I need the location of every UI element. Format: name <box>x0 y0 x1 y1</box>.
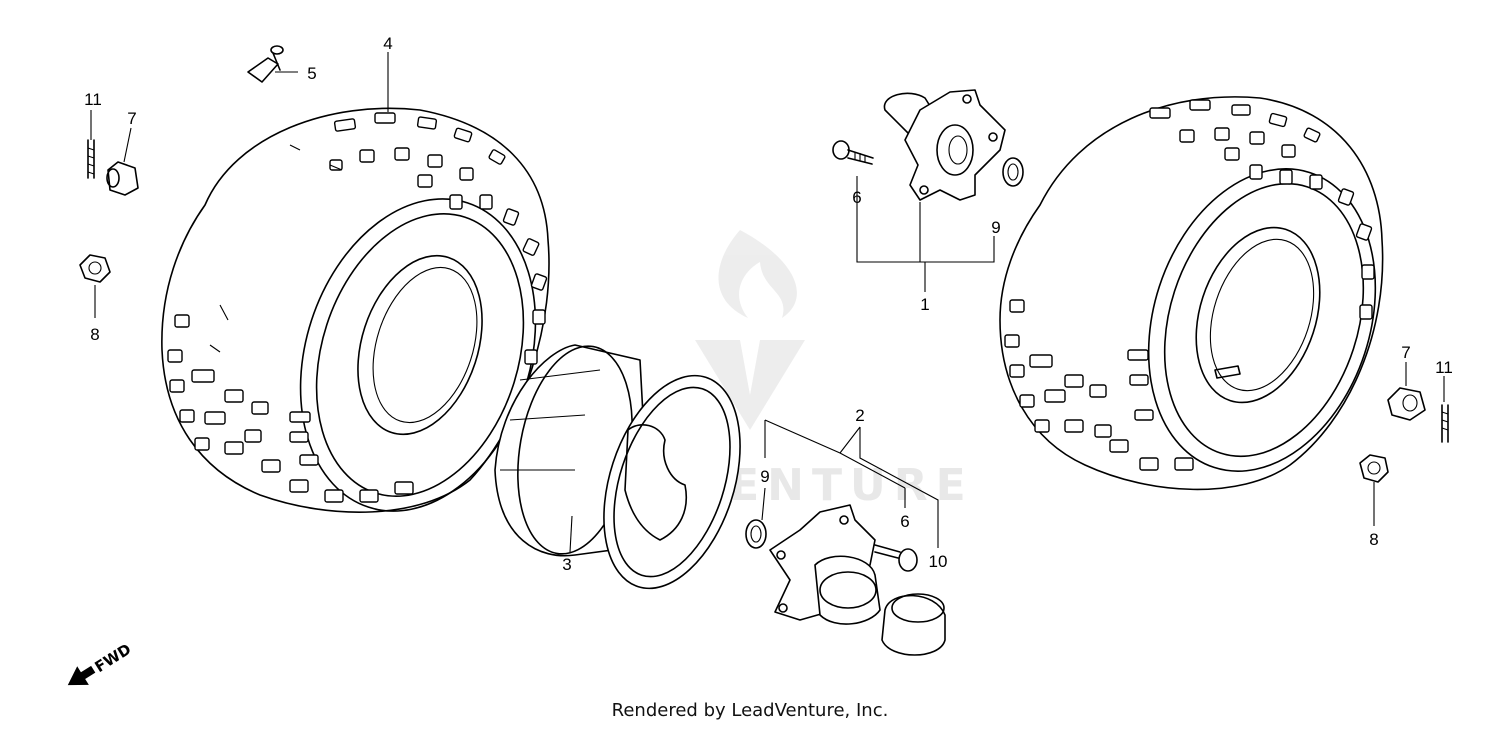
leader-lines <box>90 52 1445 553</box>
callout-7-right: 7 <box>1401 343 1410 362</box>
callout-11-left: 11 <box>84 90 102 109</box>
oil-seal-upper <box>1002 157 1024 187</box>
hub-bolt-lower <box>874 544 918 572</box>
wheel-nut-flanged-left <box>106 161 139 196</box>
stud-left <box>87 139 95 179</box>
hub-bolt-upper <box>832 140 874 165</box>
tire-right <box>999 96 1384 491</box>
callout-8-left: 8 <box>90 325 99 344</box>
hub-cap-lower <box>881 593 946 656</box>
wheel-nut-right <box>1359 454 1389 483</box>
callout-9-lower: 9 <box>760 467 769 486</box>
callout-11-right: 11 <box>1435 358 1453 377</box>
footer-credit: Rendered by LeadVenture, Inc. <box>611 700 889 721</box>
wheel-nut-left <box>79 254 111 283</box>
wheel-rim <box>494 344 741 590</box>
fwd-label: FWD <box>92 640 135 676</box>
callout-4: 4 <box>383 34 392 53</box>
tire-left <box>161 107 550 514</box>
stud-right <box>1441 404 1449 443</box>
callout-6-lower: 6 <box>900 512 909 531</box>
callout-3: 3 <box>562 555 571 574</box>
fwd-arrow-icon <box>67 665 96 686</box>
wheel-nut-flanged-right <box>1387 387 1426 421</box>
callout-6-upper: 6 <box>852 188 861 207</box>
callout-7-left: 7 <box>127 109 136 128</box>
callout-5: 5 <box>307 64 316 83</box>
callout-9-upper: 9 <box>991 218 1000 237</box>
callout-8-right: 8 <box>1369 530 1378 549</box>
callout-2: 2 <box>855 406 864 425</box>
hub-upper <box>883 89 1006 201</box>
valve-stem <box>247 45 284 83</box>
callout-1: 1 <box>920 295 929 314</box>
fwd-arrow: FWD <box>67 640 135 686</box>
oil-seal-lower <box>745 519 767 549</box>
hub-lower <box>769 504 881 625</box>
callout-10: 10 <box>929 552 948 571</box>
